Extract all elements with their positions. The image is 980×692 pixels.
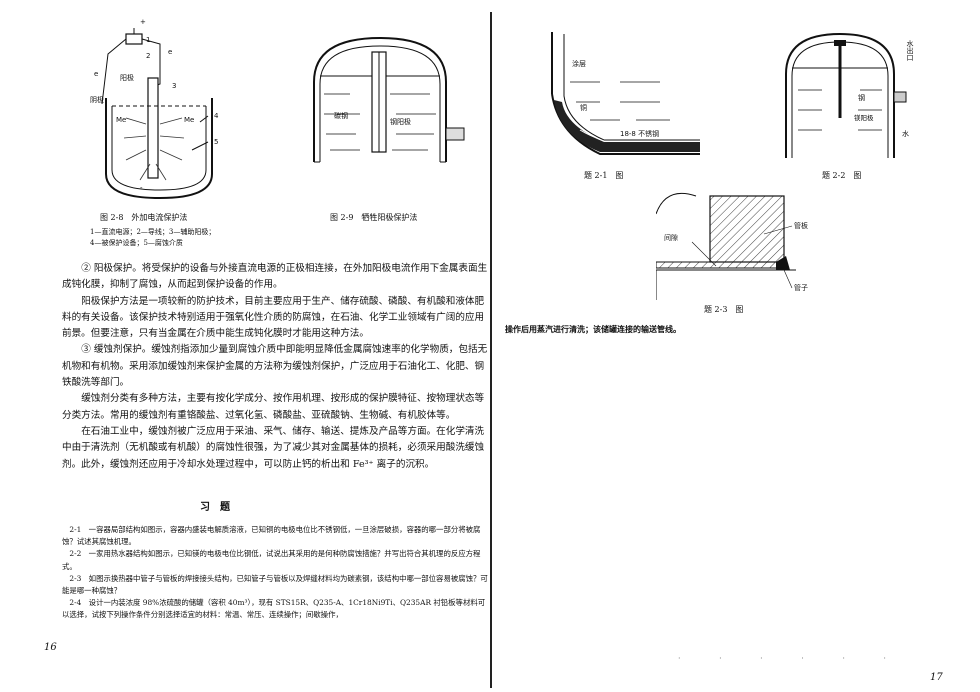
exercise-2-1: 2-1 一容器局部结构如图示，容器内盛装电解质溶液，已知铜的电极电位比不锈钢低，… <box>62 525 481 547</box>
continued-exercise-text: 操作后用蒸汽进行清洗；该储罐连接的输送管线。 <box>505 324 681 334</box>
left-page-number: 16 <box>44 642 57 653</box>
fig22-mg-anode-label: 镁阳极 <box>854 113 874 122</box>
body-text: ② 阳极保护。将受保护的设备与外接直流电源的正极相连接，在外加阳极电流作用下金属… <box>62 261 490 473</box>
fig28-anode-label: 阳极 <box>120 73 134 82</box>
paragraph-inhibitor-classification: 缓蚀剂分类有多种方法，主要有按化学成分、按作用机理、按形成的保护膜特征、按物理状… <box>62 393 485 421</box>
figure-2-9-caption: 图 2-9 牺牲阳极保护法 <box>330 213 418 222</box>
fig23-tube-sheet-label: 管板 <box>794 221 808 230</box>
fig23-gap-label: 间隙 <box>664 233 678 242</box>
fig22-water-label: 水 <box>902 129 909 138</box>
figure-2-8-drawing: + 1 2 e e 阳极 阴极 3 Me Me 4 5 <box>90 18 219 200</box>
exercise-figure-2-1-drawing: 涂层 铜 18-8 不锈钢 <box>551 32 700 155</box>
fig28-me-left: Me <box>116 116 126 124</box>
exercise-list: 2-1 一容器局部结构如图示，容器内盛装电解质溶液，已知铜的电极电位比不锈钢低，… <box>62 524 490 622</box>
fig21-coating-label: 涂层 <box>572 59 586 68</box>
paragraph-anodic-application: 阳极保护方法是一项较新的防护技术，目前主要应用于生产、储存硫酸、磷酸、有机酸和液… <box>62 295 485 340</box>
exercise-figure-2-1: 涂层 铜 18-8 不锈钢 <box>540 24 710 168</box>
fig28-label-1: 1 <box>146 36 150 44</box>
fig28-me-right: Me <box>184 116 194 124</box>
fig28-electron-2: e <box>94 70 98 78</box>
fig23-tube-label: 管子 <box>794 283 808 292</box>
fig28-label-5: 5 <box>214 138 218 146</box>
exercise-figure-2-2-caption: 题 2-2 图 <box>822 171 862 180</box>
exercise-figure-2-2-drawing: 钢 镁阳极 水出口 水 <box>785 32 914 158</box>
exercise-section-title: 习题 <box>200 502 240 513</box>
figure-2-9: 碳钢 钢阳极 <box>300 32 470 176</box>
fig28-minus: - <box>140 184 143 192</box>
fig22-water-outlet-label: 水出口 <box>906 39 914 61</box>
fig22-steel-label: 钢 <box>858 93 865 102</box>
exercise-figure-2-3-drawing: 管板 间隙 管子 <box>655 192 808 300</box>
right-page: 涂层 铜 18-8 不锈钢 题 2-1 图 钢 镁阳极 水出口 水 题 2-2 … <box>492 0 980 692</box>
fig28-electron-1: e <box>168 48 172 56</box>
right-page-number: 17 <box>930 672 943 683</box>
figure-2-8-caption: 图 2-8 外加电流保护法 <box>100 213 188 222</box>
figure-2-8: + 1 2 e e 阳极 阴极 3 Me Me 4 5 <box>80 14 230 208</box>
scan-noise: · · · · · · <box>678 654 904 663</box>
figure-2-8-legend-line1: 1—直流电源；2—导线；3—辅助阳极； <box>90 228 216 236</box>
fig28-cathode-label: 阴极 <box>90 95 104 104</box>
paragraph-anodic-protection: ② 阳极保护。将受保护的设备与外接直流电源的正极相连接，在外加阳极电流作用下金属… <box>62 263 488 291</box>
fig28-plus: + <box>140 18 146 26</box>
figure-2-9-drawing: 碳钢 钢阳极 <box>313 36 465 163</box>
exercise-2-4: 2-4 设计一内装浓度 98%浓硫酸的储罐（容积 40m³），现有 STS15R… <box>62 598 486 620</box>
fig29-steel-anode-label: 钢阳极 <box>390 117 411 126</box>
paragraph-inhibitor-petroleum: 在石油工业中，缓蚀剂被广泛应用于采油、采气、储存、输送、提炼及产品等方面。在化学… <box>62 425 485 470</box>
exercise-figure-2-3: 管板 间隙 管子 <box>655 186 856 310</box>
page-divider <box>490 12 492 688</box>
figure-2-8-legend-line2: 4—被保护设备；5—腐蚀介质 <box>90 239 183 247</box>
fig28-label-2: 2 <box>146 52 150 60</box>
fig21-steel-label: 18-8 不锈钢 <box>620 129 659 138</box>
exercise-figure-2-1-caption: 题 2-1 图 <box>584 171 624 180</box>
fig28-label-4: 4 <box>214 112 219 120</box>
exercise-figure-2-2: 钢 镁阳极 水出口 水 <box>770 24 940 168</box>
exercise-2-2: 2-2 一家用热水器结构如图示，已知镁的电极电位比钢低，试说出其采用的是何种防腐… <box>62 549 481 571</box>
fig29-carbon-steel-label: 碳钢 <box>334 111 348 120</box>
paragraph-inhibitor-protection: ③ 缓蚀剂保护。缓蚀剂指添加少量到腐蚀介质中即能明显降低金属腐蚀速率的化学物质，… <box>62 344 488 389</box>
exercise-figure-2-3-caption: 题 2-3 图 <box>704 305 744 314</box>
fig28-label-3: 3 <box>172 82 176 90</box>
fig21-copper-label: 铜 <box>580 103 587 112</box>
left-page: + 1 2 e e 阳极 阴极 3 Me Me 4 5 <box>44 14 490 653</box>
exercise-2-3: 2-3 如图示换热器中管子与管板的焊接接头结构，已知管子与管板以及焊缝材料均为碳… <box>62 573 488 596</box>
